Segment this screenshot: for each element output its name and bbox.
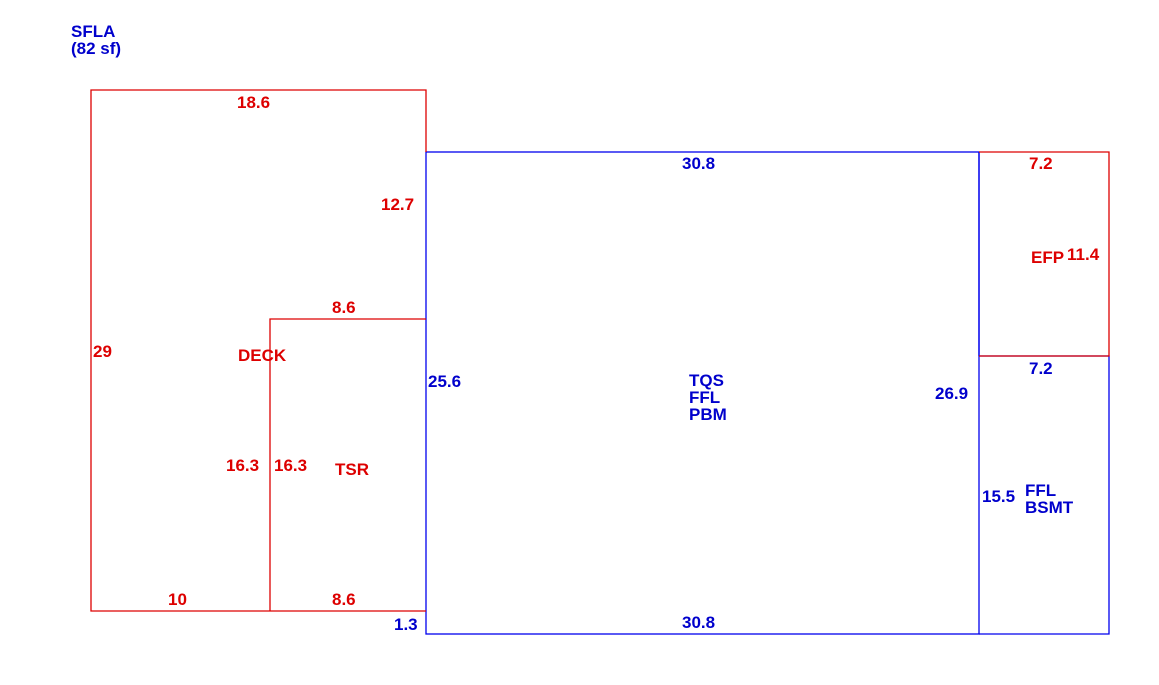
basement-dim-left: 15.5 bbox=[982, 487, 1015, 506]
deck-dim-right-upper: 12.7 bbox=[381, 195, 414, 214]
main-area-outline bbox=[425, 151, 980, 635]
tsr-dim-left: 16.3 bbox=[274, 456, 307, 475]
main-dim-right: 26.9 bbox=[935, 384, 968, 403]
sfla-title: SFLA bbox=[71, 22, 115, 41]
main-dim-bottom: 30.8 bbox=[682, 613, 715, 632]
deck-outline bbox=[90, 89, 427, 612]
basement-dim-top: 7.2 bbox=[1029, 359, 1053, 378]
basement-label-line-1: FFL bbox=[1025, 481, 1056, 500]
main-label-line-1: TQS bbox=[689, 371, 724, 390]
efp-dim-top: 7.2 bbox=[1029, 154, 1053, 173]
deck-dim-top: 18.6 bbox=[237, 93, 270, 112]
main-dim-left: 25.6 bbox=[428, 372, 461, 391]
tsr-label: TSR bbox=[335, 460, 369, 479]
tsr-outline bbox=[269, 318, 426, 611]
main-dim-top: 30.8 bbox=[682, 154, 715, 173]
sfla-area: (82 sf) bbox=[71, 39, 121, 58]
deck-dim-left: 29 bbox=[93, 342, 112, 361]
efp-outline bbox=[979, 151, 1110, 357]
efp-dim-right: 11.4 bbox=[1067, 245, 1100, 264]
deck-dim-bottom: 10 bbox=[168, 590, 187, 609]
basement-label-line-2: BSMT bbox=[1025, 498, 1074, 517]
main-label-line-2: FFL bbox=[689, 388, 720, 407]
main-label-line-3: PBM bbox=[689, 405, 727, 424]
tsr-dim-bottom: 8.6 bbox=[332, 590, 356, 609]
efp-label: EFP bbox=[1031, 248, 1064, 267]
tsr-dim-top: 8.6 bbox=[332, 298, 356, 317]
deck-dim-inner: 16.3 bbox=[226, 456, 259, 475]
deck-label: DECK bbox=[238, 346, 287, 365]
main-dim-step: 1.3 bbox=[394, 615, 418, 634]
